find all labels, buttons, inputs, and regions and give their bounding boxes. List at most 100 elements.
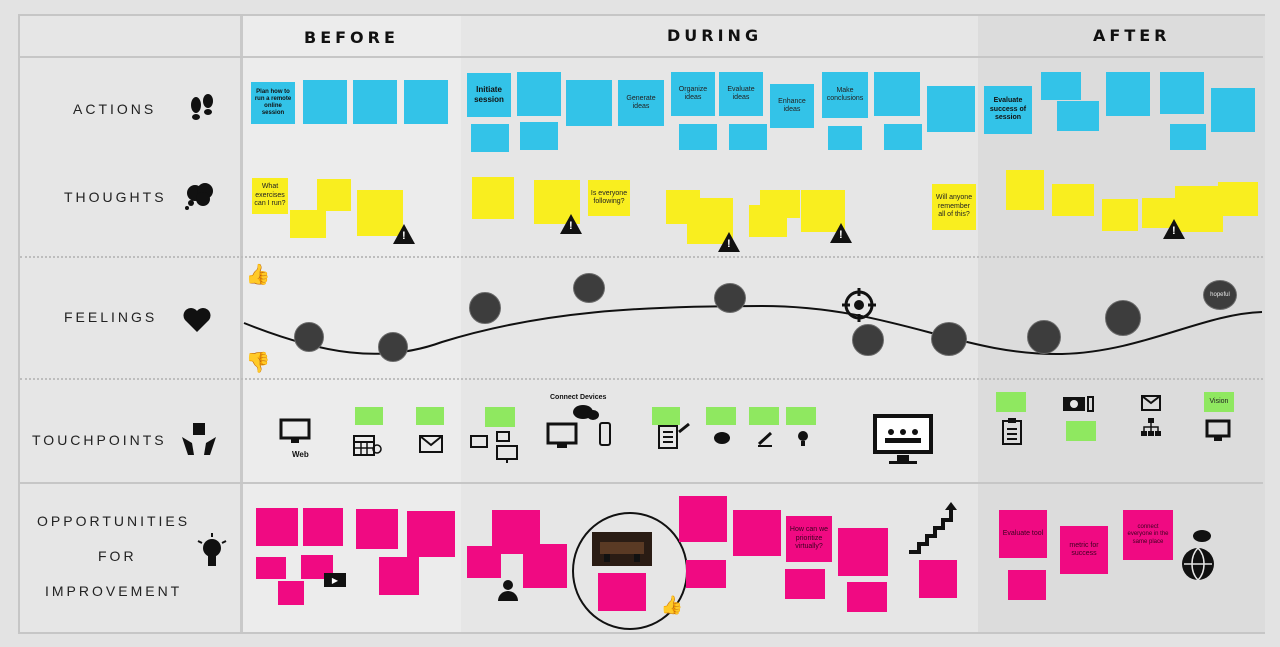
feeling-circle [1105,300,1141,336]
thought-sticky [760,190,800,218]
warning-icon [718,232,740,252]
action-sticky [1160,72,1204,114]
opportunity-sticky [838,528,888,576]
phase-before-title: BEFORE [304,28,399,47]
opportunity-sticky [679,496,727,542]
row-divider [20,482,1263,484]
action-sticky [884,124,922,150]
action-sticky [1106,72,1150,116]
feeling-circle [931,322,967,356]
touchpoint-sticky [485,407,515,427]
devices-icon [469,428,525,464]
thought-sticky [472,177,514,219]
action-sticky [828,126,862,150]
pencil-icon [755,430,775,448]
feeling-circle [378,332,408,362]
thought-sticky: Will anyone remember all of this? [932,184,976,230]
target-icon [840,286,878,324]
monitor-icon [278,418,312,446]
action-sticky: Make conclusions [822,72,868,118]
action-sticky [520,122,558,150]
calendar-icon [350,432,384,458]
touchpoint-sticky [749,407,779,425]
hierarchy-icon [1139,416,1163,438]
feeling-circle [852,324,884,356]
opportunity-sticky [598,573,646,611]
heart-icon [181,306,213,334]
action-sticky [874,72,920,116]
monitor-icon [1204,418,1232,444]
thought-sticky: What exercises can I run? [252,178,288,214]
action-sticky [566,80,612,126]
opportunity-sticky [256,557,286,579]
warning-icon [393,224,415,244]
thought-sticky [290,210,326,238]
touchpoint-label-connect-devices: Connect Devices [550,394,607,401]
globe-chat-icon [1180,528,1220,584]
thumbs-down-icon: 👎 [245,351,271,374]
phone-icon [598,421,612,447]
feeling-circle [573,273,605,303]
touchpoint-label-web: Web [292,450,309,459]
warning-icon [560,214,582,234]
touchpoint-sticky [996,392,1026,412]
header-divider [20,56,1263,58]
opportunity-sticky: metric for success [1060,526,1108,574]
row-divider [20,256,1263,258]
clipboard-icon [1001,416,1023,446]
opportunity-sticky [523,544,567,588]
warning-icon [1163,219,1185,239]
action-sticky [1170,124,1206,150]
opportunity-sticky [256,508,298,546]
action-sticky [303,80,347,124]
action-sticky [729,124,767,150]
thought-sticky [1102,199,1138,231]
action-sticky [404,80,448,124]
thumbs-up-icon: 👍 [660,594,684,615]
thought-bubble-icon [183,181,217,211]
opportunity-sticky: connect everyone in the same place [1123,510,1173,560]
action-sticky: Initiate session [467,73,511,117]
row-label-actions: ACTIONS [73,101,157,117]
touchpoint-sticky [355,407,383,425]
stairs-up-icon [906,500,962,554]
envelope-icon [1140,394,1162,412]
row-label-thoughts: THOUGHTS [64,189,167,205]
row-label-feelings: FEELINGS [64,309,158,325]
documents-icon [654,420,694,450]
thought-sticky [1006,170,1044,210]
action-sticky [1211,88,1255,132]
action-sticky: Generate ideas [618,80,664,126]
opportunity-sticky: Evaluate tool [999,510,1047,558]
camera-icon [1060,392,1096,414]
opportunity-sticky [1008,570,1046,600]
feeling-circle [1027,320,1061,354]
footprints-icon [186,92,218,124]
envelope-icon [418,434,444,454]
row-label-touchpoints: TOUCHPOINTS [32,432,167,448]
action-sticky [927,86,975,132]
touchpoint-sticky [786,407,816,425]
laptop-icon [544,421,580,451]
action-sticky: Organize ideas [671,72,715,116]
action-sticky [679,124,717,150]
action-sticky: Enhance ideas [770,84,814,128]
thought-sticky [1052,184,1094,216]
opportunity-sticky [686,560,726,588]
opportunity-sticky [847,582,887,612]
touchpoint-sticky [652,407,680,425]
thought-sticky [317,179,351,211]
action-sticky: Evaluate ideas [719,72,763,116]
touchpoint-sticky: Vision [1204,392,1234,412]
opportunity-sticky [733,510,781,556]
action-sticky [1041,72,1081,100]
feeling-circle: hopeful [1203,280,1237,310]
row-label-for: FOR [98,548,137,564]
action-sticky: Evaluate success of session [984,86,1032,134]
thought-sticky: Is everyone following? [588,180,630,216]
opportunity-sticky [303,508,343,546]
feeling-circle [294,322,324,352]
phase-during-title: DURING [667,26,763,45]
chat-bubbles-icon [571,402,601,424]
touchpoint-sticky [1066,421,1096,441]
